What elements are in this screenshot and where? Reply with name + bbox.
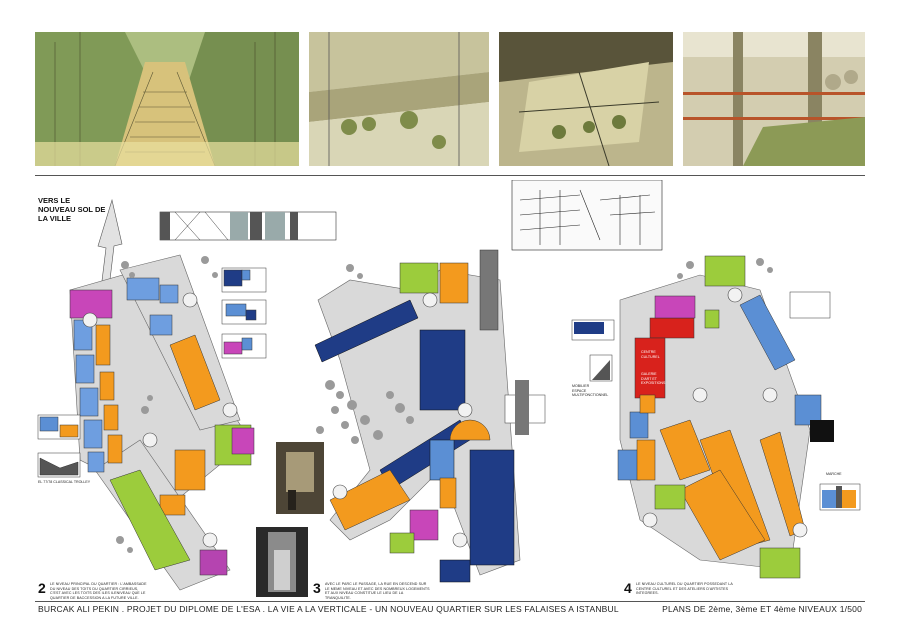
plan-caption-3: AVEC LE PARC LE PASSAGE, LA RUE EN DESCE… bbox=[325, 582, 430, 600]
header-label: VERS LE NOUVEAU SOL DE LA VILLE bbox=[38, 196, 106, 223]
plan-level-3 bbox=[314, 249, 546, 583]
section-label: MOBILIER ESPACE MULTIFONCTIONNEL bbox=[572, 384, 609, 398]
photo-render-interior bbox=[683, 32, 865, 166]
section-icons bbox=[37, 267, 267, 478]
elevation-label: EL 77/78 CLASSICAL TROLLEY bbox=[38, 480, 91, 484]
inset-photo-alley bbox=[256, 527, 308, 597]
photo-render-atrium bbox=[499, 32, 673, 166]
floor-plans bbox=[37, 180, 861, 597]
plan-caption-2: LE NIVEAU PRINCIPAL DU QUARTIER : L'AMBA… bbox=[50, 582, 147, 600]
inset-sketch bbox=[511, 180, 663, 251]
plan-number-2: 2 bbox=[38, 580, 46, 596]
red-label-culture: CENTRE CULTUREL bbox=[641, 350, 660, 359]
inset-photo-street bbox=[276, 442, 324, 514]
plan-number-3: 3 bbox=[313, 580, 321, 596]
footer-project-title: BURCAK ALI PEKIN . PROJET DU DIPLOME DE … bbox=[38, 604, 619, 614]
plan-number-4: 4 bbox=[624, 580, 632, 596]
photo-render-terraces bbox=[309, 32, 489, 166]
plan-level-4 bbox=[571, 255, 861, 579]
plan-legend-bars bbox=[159, 211, 337, 241]
top-divider bbox=[35, 175, 865, 176]
footer-plan-title: PLANS DE 2ème, 3ème ET 4ème NIVEAUX 1/50… bbox=[662, 604, 862, 614]
plan-level-2 bbox=[69, 198, 255, 591]
red-label-gallery: GALERIE D'ART ET EXPOSITIONS bbox=[641, 372, 666, 386]
plan-caption-4: LE NIVEAU CULTUREL DU QUARTIER POSSEDANT… bbox=[636, 582, 733, 596]
marche-label: MARCHE bbox=[826, 472, 842, 476]
bottom-divider bbox=[35, 601, 865, 602]
photo-sketch-street bbox=[35, 32, 299, 166]
